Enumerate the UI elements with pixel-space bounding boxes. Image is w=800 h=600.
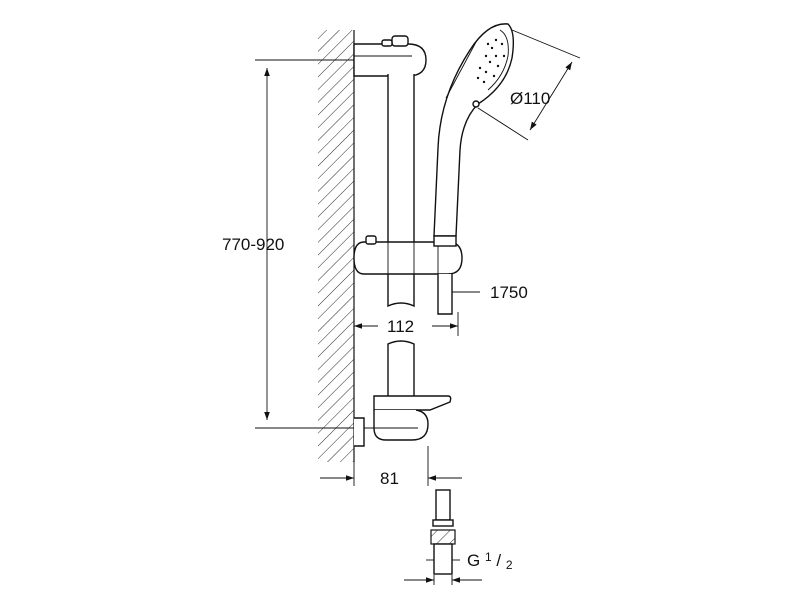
slider-holder [353, 235, 463, 275]
bottom-bracket [354, 395, 452, 447]
wall-offset-dimension: 81 [320, 446, 462, 488]
top-bracket [353, 35, 427, 77]
thread-denominator: 2 [506, 558, 513, 572]
spray-nozzles [476, 38, 506, 84]
height-dimension: 770-920 [222, 59, 380, 429]
height-range-label: 770-920 [222, 235, 284, 254]
bar-offset-label: 112 [387, 317, 414, 336]
rail-bar [387, 74, 415, 409]
thread-main: G [467, 551, 480, 570]
knurled-nut [430, 529, 456, 545]
wall-hatching [318, 30, 354, 462]
hose-connector: G 1 / 2 [404, 489, 513, 585]
head-diameter-dimension: Ø110 [477, 29, 581, 141]
thread-numerator: 1 [485, 550, 492, 564]
thread-separator: / [496, 551, 501, 570]
hand-shower [433, 23, 515, 247]
hose-length-label: 1750 [490, 283, 528, 302]
wall [318, 30, 355, 462]
hose: 1750 [437, 274, 528, 315]
bar-offset-dimension: 112 [353, 312, 459, 336]
thread-label: G 1 / 2 [467, 546, 513, 572]
wall-offset-label: 81 [380, 469, 399, 488]
head-diameter-label: Ø110 [510, 89, 550, 108]
